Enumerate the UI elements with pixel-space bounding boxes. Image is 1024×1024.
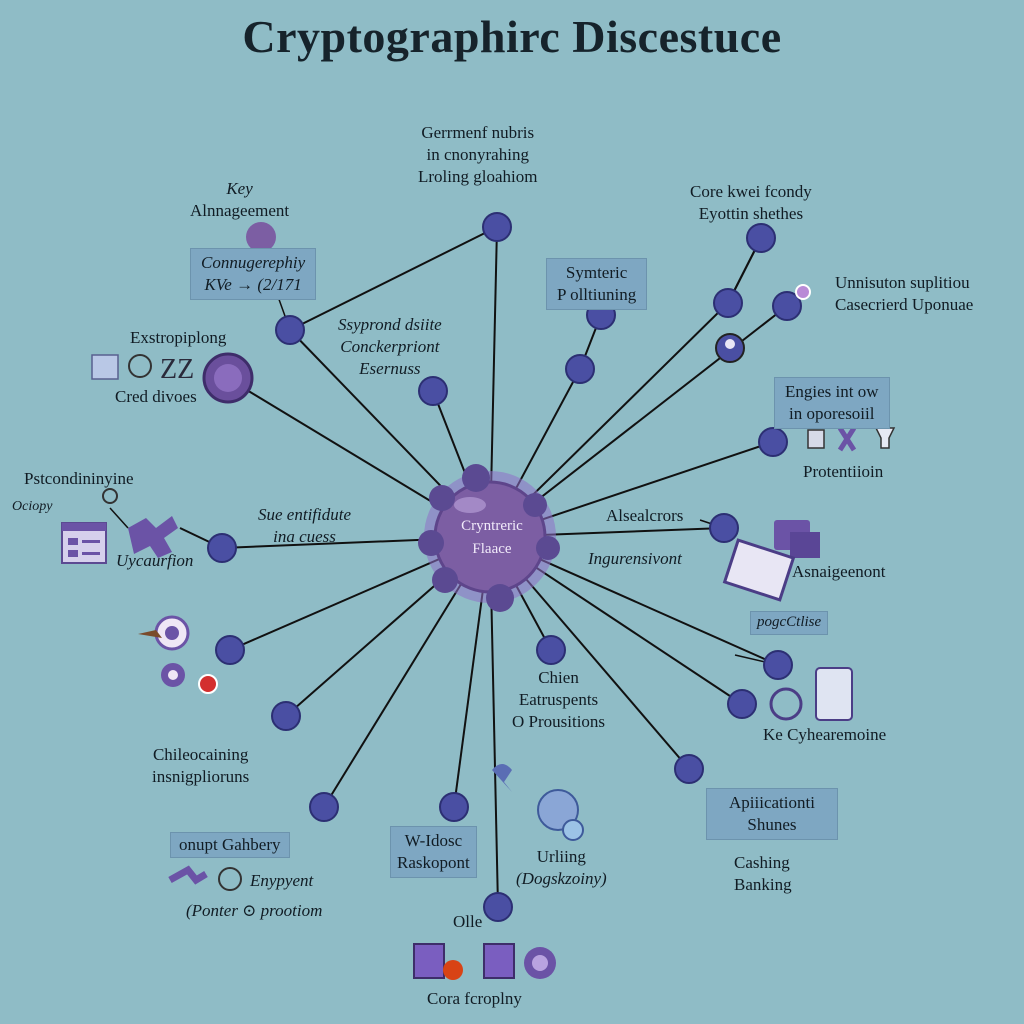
hub-label-line1: Cryntreric [461, 518, 523, 534]
network-node [536, 635, 566, 665]
label-onupt-gahbery: onupt Gahbery [170, 832, 290, 859]
label-ingurensivont: Ingurensivont [588, 549, 682, 568]
hub-lobe [536, 536, 560, 560]
label-key-management: Key Alnnageement [190, 179, 290, 221]
label-sue-entifidute: Sue entifidute ina cuess [258, 505, 352, 547]
network-node [207, 533, 237, 563]
network-node [758, 427, 788, 457]
network-node [727, 689, 757, 719]
network-node [709, 513, 739, 543]
key-management-node-icon [246, 222, 276, 252]
label-cred-divoes: Cred divoes [115, 387, 197, 406]
svg-text:ZZ: ZZ [160, 354, 194, 385]
center-hub: Cryntreric Flaace [418, 464, 560, 612]
puzzle-icon [128, 516, 178, 558]
label-widosc: W-Idosc Raskopont [390, 826, 477, 879]
bottom-icons [168, 764, 584, 980]
network-node [439, 792, 469, 822]
label-enypyent: Enypyent [250, 871, 314, 890]
hub-lobe [429, 485, 455, 511]
hub-lobe [418, 530, 444, 556]
form-window-icon [61, 522, 107, 564]
hub-highlight [454, 497, 486, 513]
label-syypron: Ssyprond dsiite Conckerpriont Esernuss [338, 315, 442, 379]
device-icons: ZZ [91, 354, 194, 385]
label-symteric: Symteric P olltiuning [546, 258, 648, 311]
label-chileocaining: Chileocaining insnigplioruns [152, 745, 250, 787]
label-ponter: (Ponter ⊙ prootiom [186, 901, 323, 920]
leader-line [109, 507, 129, 529]
protection-icons [807, 426, 896, 452]
accent-node-icon [795, 284, 811, 300]
nodes [207, 212, 811, 922]
hub-label-line2: Flaace [472, 541, 511, 557]
network-node [763, 650, 793, 680]
label-apiiicationti: Apiiicationti Shunes [706, 788, 838, 841]
network-node [215, 635, 245, 665]
label-ke-cyhearemoine: Ke Cyhearemoine [763, 725, 887, 744]
label-ocicpy: Ociopy [12, 499, 53, 514]
hub-lobe [462, 464, 490, 492]
gear-icons [138, 615, 218, 694]
sphere-icon [202, 352, 254, 404]
label-pogcctlise: pogcCtlise [750, 611, 829, 635]
spiral-icon [102, 488, 118, 504]
label-cora-fcroplny: Cora fcroplny [427, 989, 522, 1008]
network-node [482, 212, 512, 242]
network-node [565, 354, 595, 384]
hub-lobe [523, 493, 547, 517]
network-node [746, 223, 776, 253]
network-node [275, 315, 305, 345]
network-node [772, 291, 802, 321]
label-pstcon: Pstcondininyine [24, 469, 134, 488]
label-engies: Engies int ow in oporesoiil [774, 377, 890, 430]
network-node [483, 892, 513, 922]
network-node [418, 376, 448, 406]
label-unnisuton: Unnisuton suplitiou Casecrierd Uponuae [835, 273, 974, 315]
diagram-title: Cryptographirc Discestuce [242, 11, 782, 62]
label-olle: Olle [453, 912, 483, 931]
location-pin-icon [715, 333, 745, 363]
network-node [713, 288, 743, 318]
network-node [271, 701, 301, 731]
label-chien: Chien Eatruspents O Prousitions [512, 668, 606, 732]
label-cashing-banking: Cashing Banking [734, 853, 792, 895]
network-node [309, 792, 339, 822]
label-urliing: Urliing (Dogskzoiny) [516, 847, 607, 889]
label-core-kwei: Core kwei fcondy Eyottin shethes [690, 182, 812, 224]
label-alsealcrors: Alsealcrors [606, 506, 684, 525]
label-protentiioin: Protentiioin [803, 462, 884, 481]
label-uycaurfion: Uycaurfion [116, 551, 194, 570]
calculator-document-icon [722, 520, 820, 602]
label-asnaigemont: Asnaigeenont [792, 562, 886, 581]
label-conngerphiy: Connugerephiy KVe → (2/171 [190, 248, 317, 301]
network-node [674, 754, 704, 784]
edge-line [289, 226, 498, 331]
label-extropiplong: Exstropiplong [130, 328, 227, 347]
label-gernment: Gerrmenf nubris in cnonyrahing Lroling g… [418, 123, 538, 187]
clipboard-icon [769, 667, 853, 721]
hub-lobe [486, 584, 514, 612]
hub-lobe [432, 567, 458, 593]
